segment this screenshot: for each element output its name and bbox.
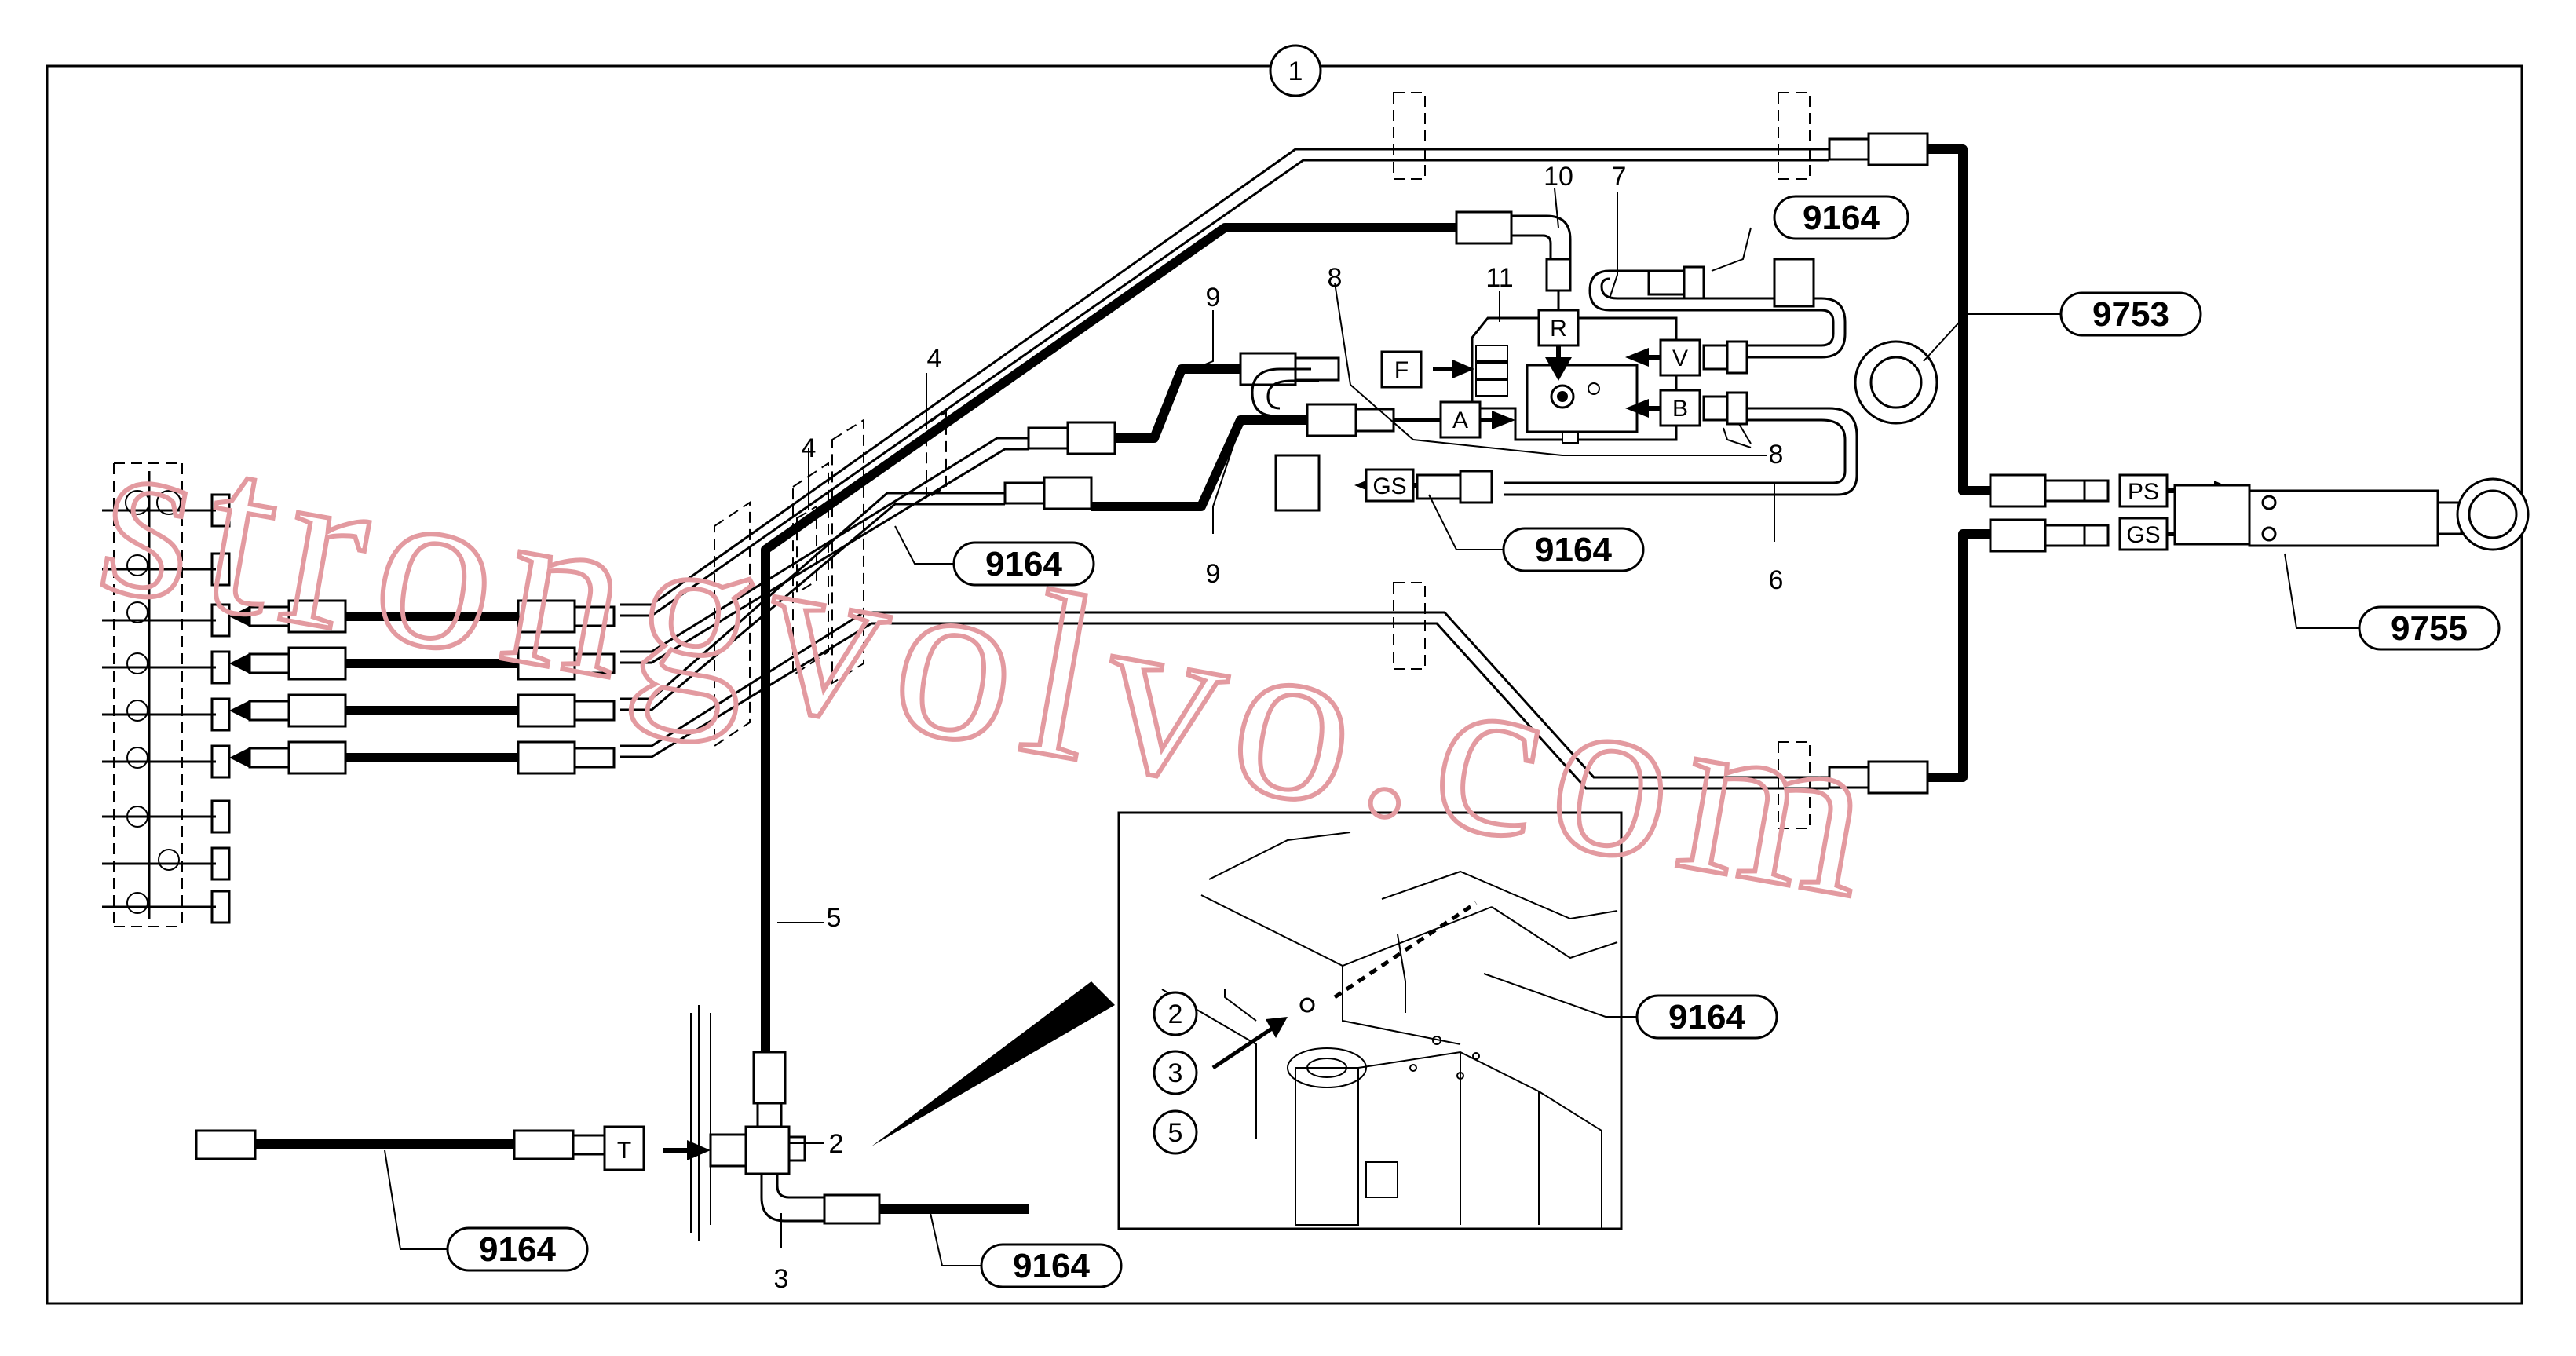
callout-4-right: 4 — [927, 344, 942, 374]
inset-pointer — [871, 981, 1115, 1146]
port-R: R — [1550, 316, 1567, 342]
callout-11: 11 — [1485, 263, 1513, 293]
valve-loops — [1251, 269, 1858, 496]
part-label-9164-left: 9164 — [479, 1230, 556, 1269]
dashed-clamps — [714, 92, 1811, 829]
tee-assembly — [690, 1005, 826, 1241]
part-label-9164-hoses: 9164 — [985, 545, 1062, 583]
part-label-9755: 9755 — [2391, 609, 2468, 648]
leader-lines — [384, 188, 2359, 1266]
part-label-9164-gs: 9164 — [1535, 531, 1612, 569]
part-label-9753: 9753 — [2092, 295, 2169, 334]
sheet-number-callout: 1 — [1269, 44, 1322, 97]
valve-block — [1471, 316, 1678, 444]
thin-hoses — [620, 148, 1829, 790]
port-V: V — [1672, 345, 1688, 371]
inset-callout-2: 2 — [1168, 1000, 1183, 1029]
inset-callout-5: 5 — [1168, 1118, 1183, 1148]
part-labels: 9164 9753 9164 9164 9755 9164 9164 9164 — [479, 199, 2468, 1285]
port-labels: R F A V B GS PS GS T — [617, 316, 2161, 1164]
inset-detail: 2 3 5 — [1117, 811, 1623, 1230]
callout-10: 10 — [1544, 162, 1573, 192]
port-GS-cylinder: GS — [2126, 522, 2160, 548]
port-F: F — [1394, 357, 1409, 383]
callout-7: 7 — [1612, 162, 1627, 192]
port-boxes — [603, 309, 2169, 1171]
hose-fittings — [195, 132, 2110, 1225]
thick-hoses — [196, 144, 1990, 1214]
port-PS: PS — [2128, 479, 2159, 505]
callout-9-lower: 9 — [1206, 559, 1221, 589]
inset-circle-callouts: 2 3 5 — [1153, 991, 1198, 1155]
ring-fitting-9753 — [1854, 340, 1938, 425]
callout-5: 5 — [827, 903, 842, 933]
callout-8-right: 8 — [1769, 440, 1784, 470]
manifold-hoses — [229, 599, 616, 775]
left-manifold — [102, 462, 231, 927]
port-GS-valve: GS — [1372, 473, 1406, 499]
part-label-pills — [446, 195, 2501, 1288]
inset-callout-3: 3 — [1168, 1058, 1183, 1088]
numeric-callouts: 10 7 11 9 8 8 9 6 4 4 5 2 3 — [774, 162, 1784, 1294]
callout-4-left: 4 — [802, 433, 817, 463]
valve-fittings — [1274, 258, 1815, 512]
callout-8-left: 8 — [1328, 263, 1343, 293]
part-label-9164-valve: 9164 — [1803, 199, 1880, 237]
port-A: A — [1452, 408, 1468, 433]
callout-9-upper: 9 — [1206, 283, 1221, 313]
part-label-9164-right: 9164 — [1013, 1247, 1090, 1285]
callout-3: 3 — [774, 1264, 789, 1294]
port-B: B — [1672, 396, 1688, 422]
callout-6: 6 — [1769, 565, 1784, 595]
watermark: strongvolvo.com — [83, 380, 1903, 950]
svg-text:1: 1 — [1288, 57, 1303, 86]
part-label-9164-inset: 9164 — [1668, 998, 1745, 1036]
port-T: T — [617, 1138, 631, 1164]
cylinder-9755 — [2173, 477, 2530, 551]
callout-2: 2 — [829, 1129, 844, 1159]
elbow-fitting — [1510, 214, 1572, 310]
